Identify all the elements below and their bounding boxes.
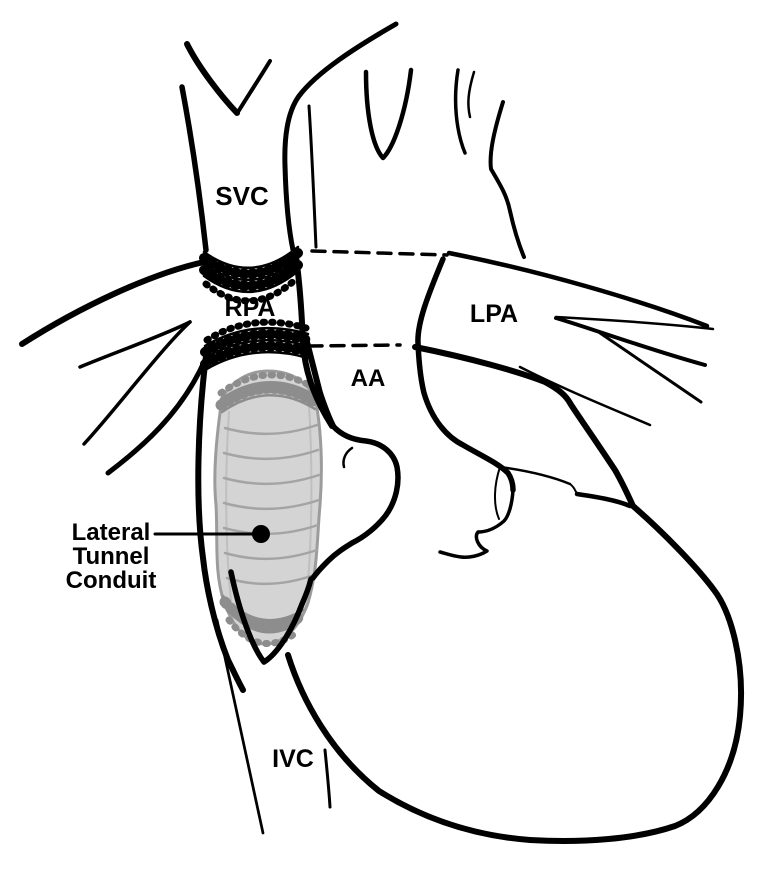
lpa-branch-line-a <box>554 315 715 331</box>
appendage-flap-thin-line <box>498 465 572 486</box>
appendage-flap-thick-line <box>574 491 633 509</box>
suture-line-svc-rpa <box>199 245 303 305</box>
rpa-label: RPA <box>225 294 276 322</box>
appendage-curl-line <box>342 446 354 469</box>
leader-dot <box>252 525 270 543</box>
ivc-left-wall-line <box>215 618 265 835</box>
conduit-label-pointer <box>153 525 270 543</box>
conduit-label-line1: Lateral <box>72 519 151 546</box>
svc-label: SVC <box>215 181 269 211</box>
dashed-lines <box>307 249 449 348</box>
rpa-vessel <box>19 259 208 476</box>
lpa-branch-line-c <box>598 331 703 404</box>
lpa-branch-line-d <box>518 365 652 427</box>
svc-left-wall-line <box>179 84 209 253</box>
heart-border-line <box>285 344 744 844</box>
conduit-corrugation-ridges <box>222 423 321 586</box>
dashed-line-upper <box>310 249 449 257</box>
ivc-right-wall-line <box>323 748 332 809</box>
dashed-line-lower <box>307 343 402 348</box>
conduit-body <box>213 369 323 646</box>
arch-right-shoulder-line <box>488 100 526 259</box>
svc-vessel <box>179 21 399 253</box>
aa-left-wall-line <box>293 254 335 429</box>
suture-line-rpa-conduit <box>200 318 313 372</box>
arch-inner-line <box>307 104 318 249</box>
ascending-aorta <box>293 254 516 559</box>
appendage-flap-left-line <box>494 466 501 520</box>
lpa-branch-line-b <box>554 316 707 367</box>
conduit-label-line3: Conduit <box>66 567 157 594</box>
rpa-lower-wall-line <box>105 357 208 476</box>
lpa-label: LPA <box>470 300 518 328</box>
lpa-top-wall-line <box>446 250 710 329</box>
arch-branch-line-b <box>467 70 476 119</box>
line-art <box>19 21 744 844</box>
svc-branch-left-line <box>184 41 240 116</box>
lpa-vessel <box>446 250 715 427</box>
lateral-tunnel-conduit-label: Lateral Tunnel Conduit <box>66 519 157 594</box>
aortic-arch <box>307 67 526 259</box>
conduit-ivc-junction-line <box>228 569 314 665</box>
svc-branch-right-line <box>236 59 272 114</box>
conduit-neck-right-line <box>304 339 336 429</box>
conduit-label-line2: Tunnel <box>73 543 150 570</box>
conduit-top-suture-ring <box>215 371 321 414</box>
rpa-branch-lower-line <box>82 320 192 446</box>
svc-right-wall-line <box>282 21 399 253</box>
aorta-base-scallops-line <box>438 488 515 559</box>
rpa-top-wall-line <box>19 259 207 347</box>
arch-branch-line-a <box>453 68 467 155</box>
aorta-right-wall-line <box>415 256 516 493</box>
aa-label: AA <box>351 365 386 392</box>
atrial-appendage-line <box>310 423 401 581</box>
rpa-branch-upper-line <box>78 320 192 369</box>
heart-outline <box>285 344 744 844</box>
ivc-label: IVC <box>272 745 314 773</box>
right-atrium-outline <box>195 339 401 693</box>
atrium-left-border-line <box>195 353 246 693</box>
arch-u-notch-line <box>363 67 414 161</box>
ivc-vessel <box>215 618 332 835</box>
